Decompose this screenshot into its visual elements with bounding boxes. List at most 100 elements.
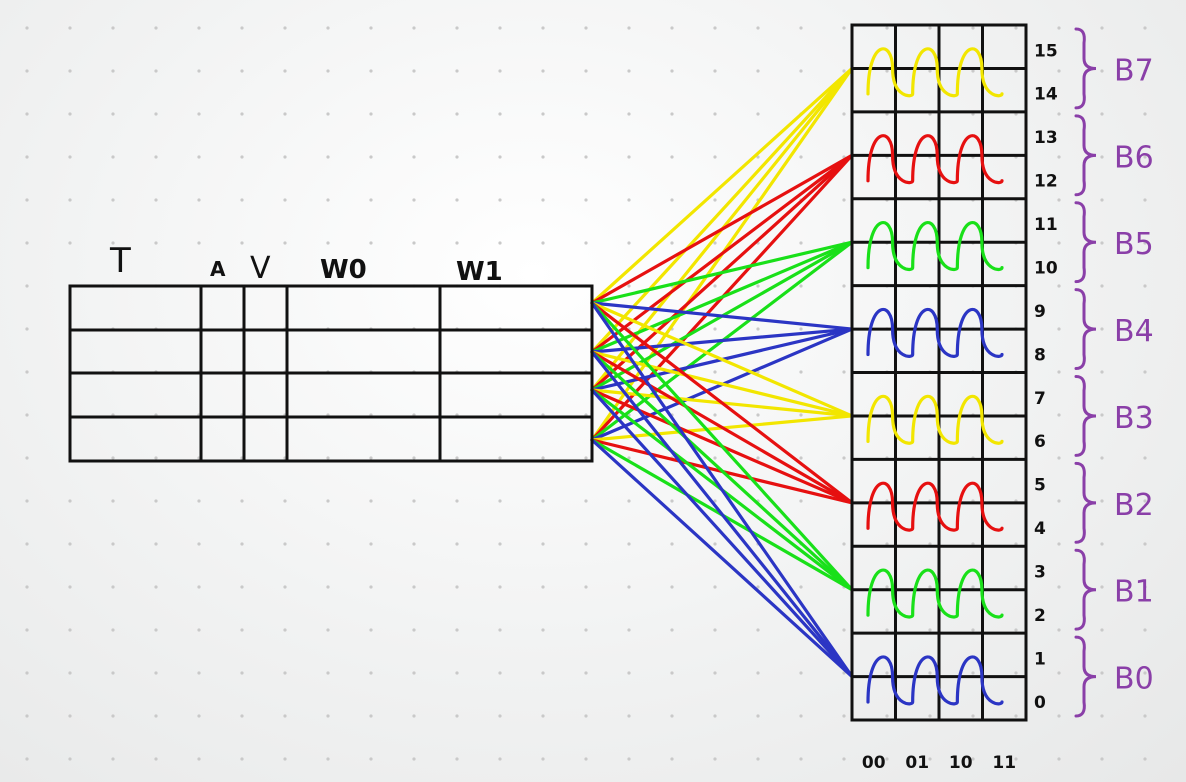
grid-dot bbox=[670, 69, 674, 73]
grid-dot bbox=[1057, 542, 1061, 546]
grid-dot bbox=[670, 671, 674, 675]
grid-dot bbox=[928, 671, 932, 675]
grid-dot bbox=[627, 499, 631, 503]
grid-dot bbox=[240, 155, 244, 159]
grid-dot bbox=[240, 499, 244, 503]
grid-dot bbox=[799, 155, 803, 159]
grid-dot bbox=[842, 284, 846, 288]
header-V: V bbox=[250, 251, 271, 286]
grid-dot bbox=[25, 413, 29, 417]
grid-dot bbox=[799, 327, 803, 331]
grid-dot bbox=[412, 499, 416, 503]
grid-dot bbox=[25, 26, 29, 30]
grid-dot bbox=[1014, 26, 1018, 30]
grid-dot bbox=[154, 241, 158, 245]
grid-dot bbox=[1057, 714, 1061, 718]
grid-dot bbox=[240, 69, 244, 73]
grid-dot bbox=[369, 241, 373, 245]
grid-dot bbox=[627, 198, 631, 202]
dot-grid-background bbox=[25, 26, 1147, 761]
grid-dot bbox=[1100, 413, 1104, 417]
grid-dot bbox=[111, 456, 115, 460]
grid-dot bbox=[627, 26, 631, 30]
grid-dot bbox=[197, 26, 201, 30]
grid-dot bbox=[928, 714, 932, 718]
grid-dot bbox=[584, 198, 588, 202]
grid-dot bbox=[885, 671, 889, 675]
grid-dot bbox=[326, 69, 330, 73]
connection-line-b5 bbox=[590, 240, 854, 305]
grid-dot bbox=[283, 671, 287, 675]
grid-dot bbox=[713, 370, 717, 374]
grid-dot bbox=[756, 69, 760, 73]
grid-dot bbox=[799, 671, 803, 675]
grid-dot bbox=[1100, 585, 1104, 589]
grid-dot bbox=[842, 671, 846, 675]
grid-dot bbox=[111, 499, 115, 503]
grid-dot bbox=[1143, 155, 1147, 159]
grid-dot bbox=[1057, 456, 1061, 460]
grid-dot bbox=[240, 671, 244, 675]
grid-dot bbox=[756, 155, 760, 159]
row-number-label: 6 bbox=[1034, 432, 1046, 452]
grid-dot bbox=[412, 112, 416, 116]
grid-dot bbox=[756, 628, 760, 632]
grid-dot bbox=[1057, 628, 1061, 632]
grid-dot bbox=[1100, 628, 1104, 632]
grid-dot bbox=[240, 112, 244, 116]
row-number-label: 1 bbox=[1034, 649, 1046, 669]
connection-line-b2 bbox=[590, 350, 854, 505]
grid-dot bbox=[455, 456, 459, 460]
grid-dot bbox=[670, 628, 674, 632]
grid-dot bbox=[197, 112, 201, 116]
grid-dot bbox=[799, 69, 803, 73]
grid-dot bbox=[627, 714, 631, 718]
grid-dot bbox=[1143, 413, 1147, 417]
grid-dot bbox=[928, 628, 932, 632]
row-number-label: 8 bbox=[1034, 345, 1046, 365]
grid-dot bbox=[197, 69, 201, 73]
grid-dot bbox=[799, 370, 803, 374]
grid-dot bbox=[498, 714, 502, 718]
grid-dot bbox=[1014, 628, 1018, 632]
grid-dot bbox=[713, 757, 717, 761]
grid-dot bbox=[25, 499, 29, 503]
grid-dot bbox=[670, 26, 674, 30]
grid-dot bbox=[154, 757, 158, 761]
grid-dot bbox=[25, 585, 29, 589]
grid-dot bbox=[971, 26, 975, 30]
grid-dot bbox=[25, 714, 29, 718]
grid-dot bbox=[1057, 370, 1061, 374]
grid-dot bbox=[1143, 327, 1147, 331]
grid-dot bbox=[326, 198, 330, 202]
grid-dot bbox=[1143, 456, 1147, 460]
grid-dot bbox=[498, 155, 502, 159]
grid-dot bbox=[541, 198, 545, 202]
grid-dot bbox=[1057, 671, 1061, 675]
grid-dot bbox=[799, 714, 803, 718]
grid-dot bbox=[25, 284, 29, 288]
grid-dot bbox=[885, 714, 889, 718]
grid-dot bbox=[240, 241, 244, 245]
grid-dot bbox=[154, 671, 158, 675]
grid-dot bbox=[584, 585, 588, 589]
grid-dot bbox=[498, 585, 502, 589]
grid-dot bbox=[584, 499, 588, 503]
grid-dot bbox=[584, 241, 588, 245]
grid-dot bbox=[154, 714, 158, 718]
grid-dot bbox=[283, 714, 287, 718]
grid-dot bbox=[369, 456, 373, 460]
grid-dot bbox=[326, 155, 330, 159]
grid-dot bbox=[756, 112, 760, 116]
grid-dot bbox=[1143, 198, 1147, 202]
grid-dot bbox=[713, 241, 717, 245]
grid-dot bbox=[283, 112, 287, 116]
grid-dot bbox=[68, 671, 72, 675]
grid-dot bbox=[1143, 757, 1147, 761]
grid-dot bbox=[326, 542, 330, 546]
grid-dot bbox=[541, 26, 545, 30]
grid-dot bbox=[283, 542, 287, 546]
grid-dot bbox=[25, 542, 29, 546]
